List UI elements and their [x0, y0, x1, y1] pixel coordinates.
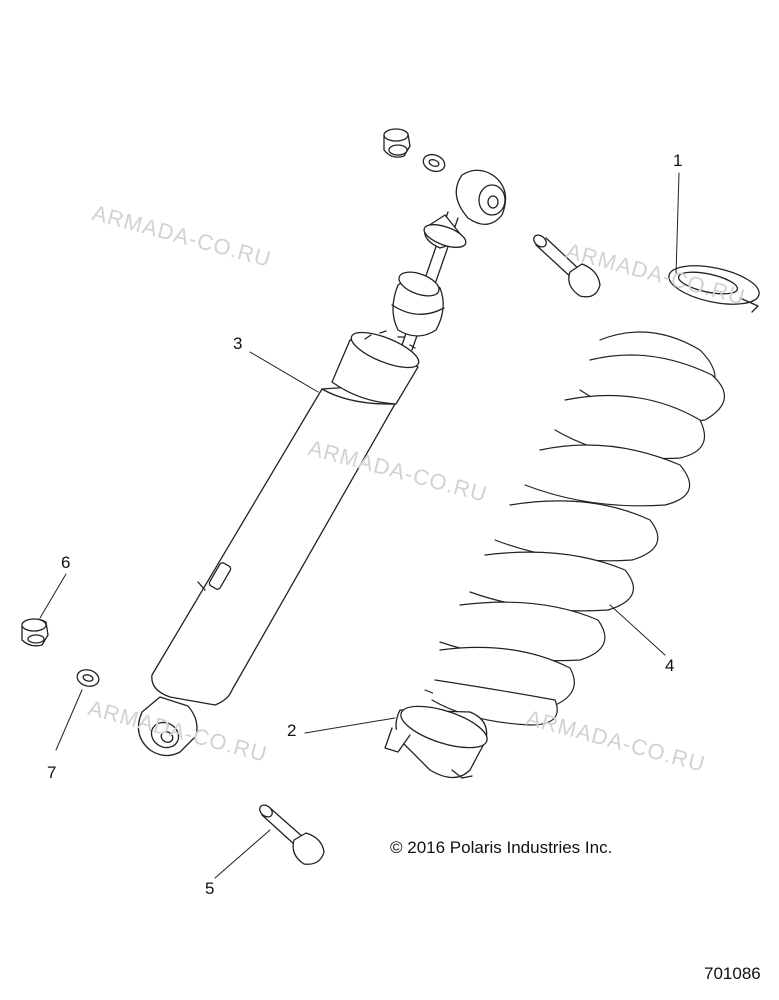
shock-upper-eye: [423, 169, 507, 249]
callout-3: 3: [233, 334, 243, 353]
upper-bolt: [533, 234, 601, 298]
callout-1: 1: [673, 151, 683, 170]
callout-4: 4: [665, 656, 675, 675]
spring-retainer: [668, 265, 760, 313]
body-valve: [208, 562, 232, 590]
lower-washer: [76, 669, 100, 687]
lower-nut: [21, 618, 49, 647]
figure-number: 701086: [704, 964, 761, 983]
leader-lines: [39, 172, 680, 879]
callout-7: 7: [47, 763, 57, 782]
upper-nut: [383, 128, 411, 158]
lower-bolt: [259, 804, 325, 865]
spring-seat: [384, 705, 488, 779]
shock-body: [151, 384, 397, 706]
shock-top-cap: [331, 330, 420, 405]
shock-lower-eye: [137, 696, 198, 757]
copyright-text: © 2016 Polaris Industries Inc.: [390, 838, 613, 857]
shock-absorber: [137, 169, 507, 757]
callout-6: 6: [61, 553, 71, 572]
shock-bumper: [391, 271, 445, 337]
callout-2: 2: [287, 721, 297, 740]
coil-spring: [424, 331, 726, 726]
callout-5: 5: [205, 879, 215, 898]
upper-washer: [422, 153, 446, 173]
